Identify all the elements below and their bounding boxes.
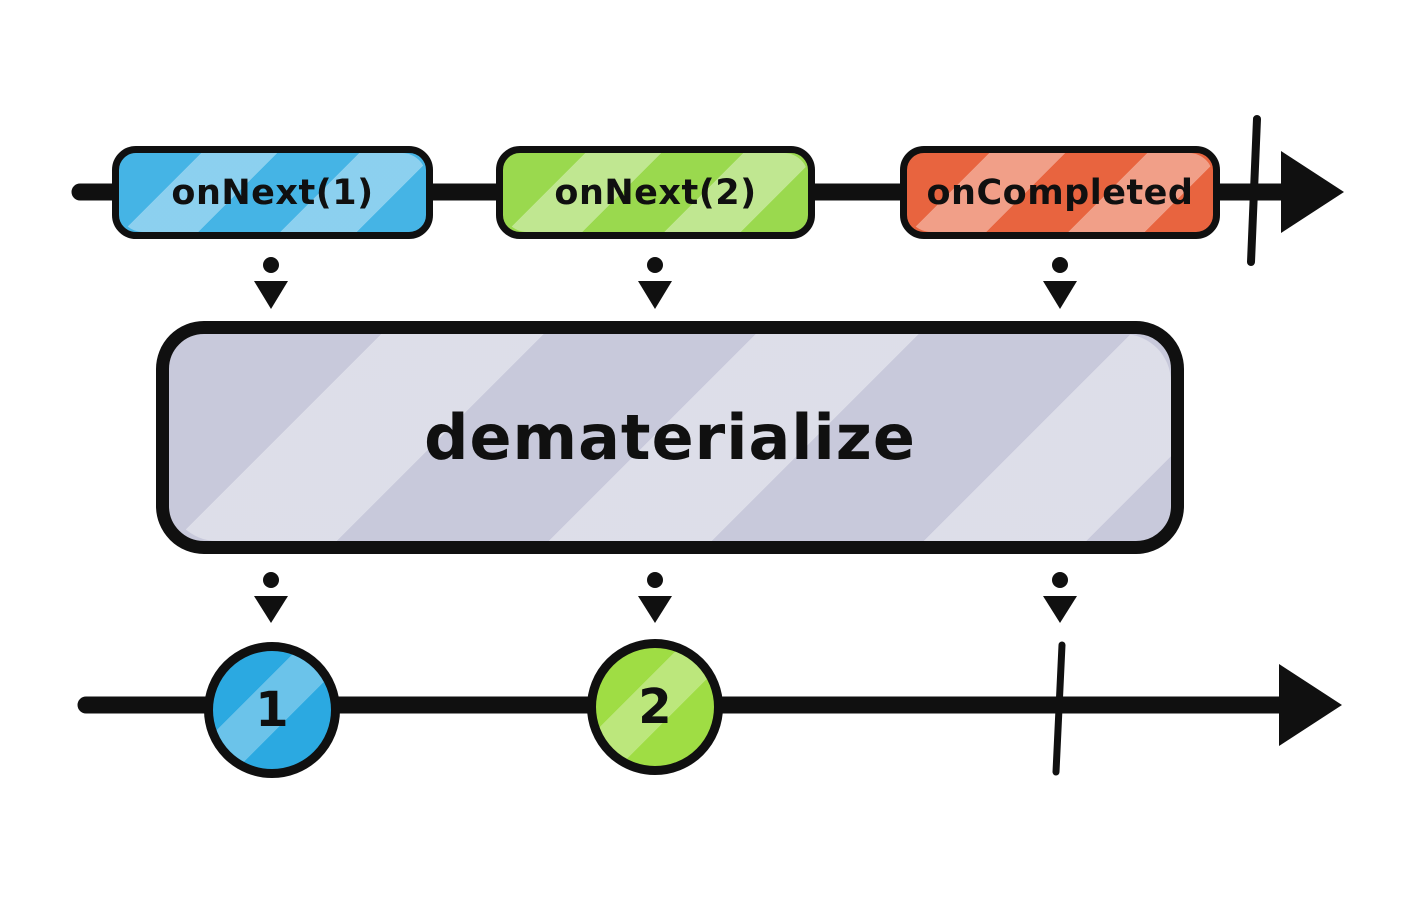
operator-label: dematerialize: [424, 401, 916, 474]
flow-arrow-head-icon: [1043, 596, 1077, 623]
flow-arrow-dot-icon: [263, 257, 279, 273]
flow-arrow-head-icon: [1043, 281, 1077, 309]
flow-arrow-dot-icon: [1052, 257, 1068, 273]
flow-arrow-head-icon: [254, 281, 288, 309]
flow-arrow-dot-icon: [263, 572, 279, 588]
event-pill-label: onNext(1): [171, 172, 374, 213]
event-pill-label: onCompleted: [926, 172, 1194, 213]
event-pill-label: onNext(2): [554, 172, 757, 213]
event-pill-onnext-1: onNext(1): [112, 146, 433, 239]
flow-arrow-dot-icon: [1052, 572, 1068, 588]
input-complete-tick: [1247, 115, 1261, 266]
flow-arrow-dot-icon: [647, 257, 663, 273]
marble-1: 1: [204, 642, 340, 778]
output-timeline-arrowhead-icon: [1279, 664, 1342, 746]
flow-arrow-dot-icon: [647, 572, 663, 588]
operator-box: dematerialize: [156, 321, 1184, 554]
output-complete-tick: [1052, 641, 1066, 776]
flow-arrow-head-icon: [254, 596, 288, 623]
flow-arrow-head-icon: [638, 596, 672, 623]
marble-label: 1: [255, 682, 289, 738]
event-pill-onnext-2: onNext(2): [496, 146, 815, 239]
marble-2: 2: [587, 639, 723, 775]
flow-arrow-head-icon: [638, 281, 672, 309]
marble-label: 2: [638, 679, 672, 735]
input-timeline-arrowhead-icon: [1281, 151, 1344, 233]
event-pill-oncompleted: onCompleted: [900, 146, 1220, 239]
